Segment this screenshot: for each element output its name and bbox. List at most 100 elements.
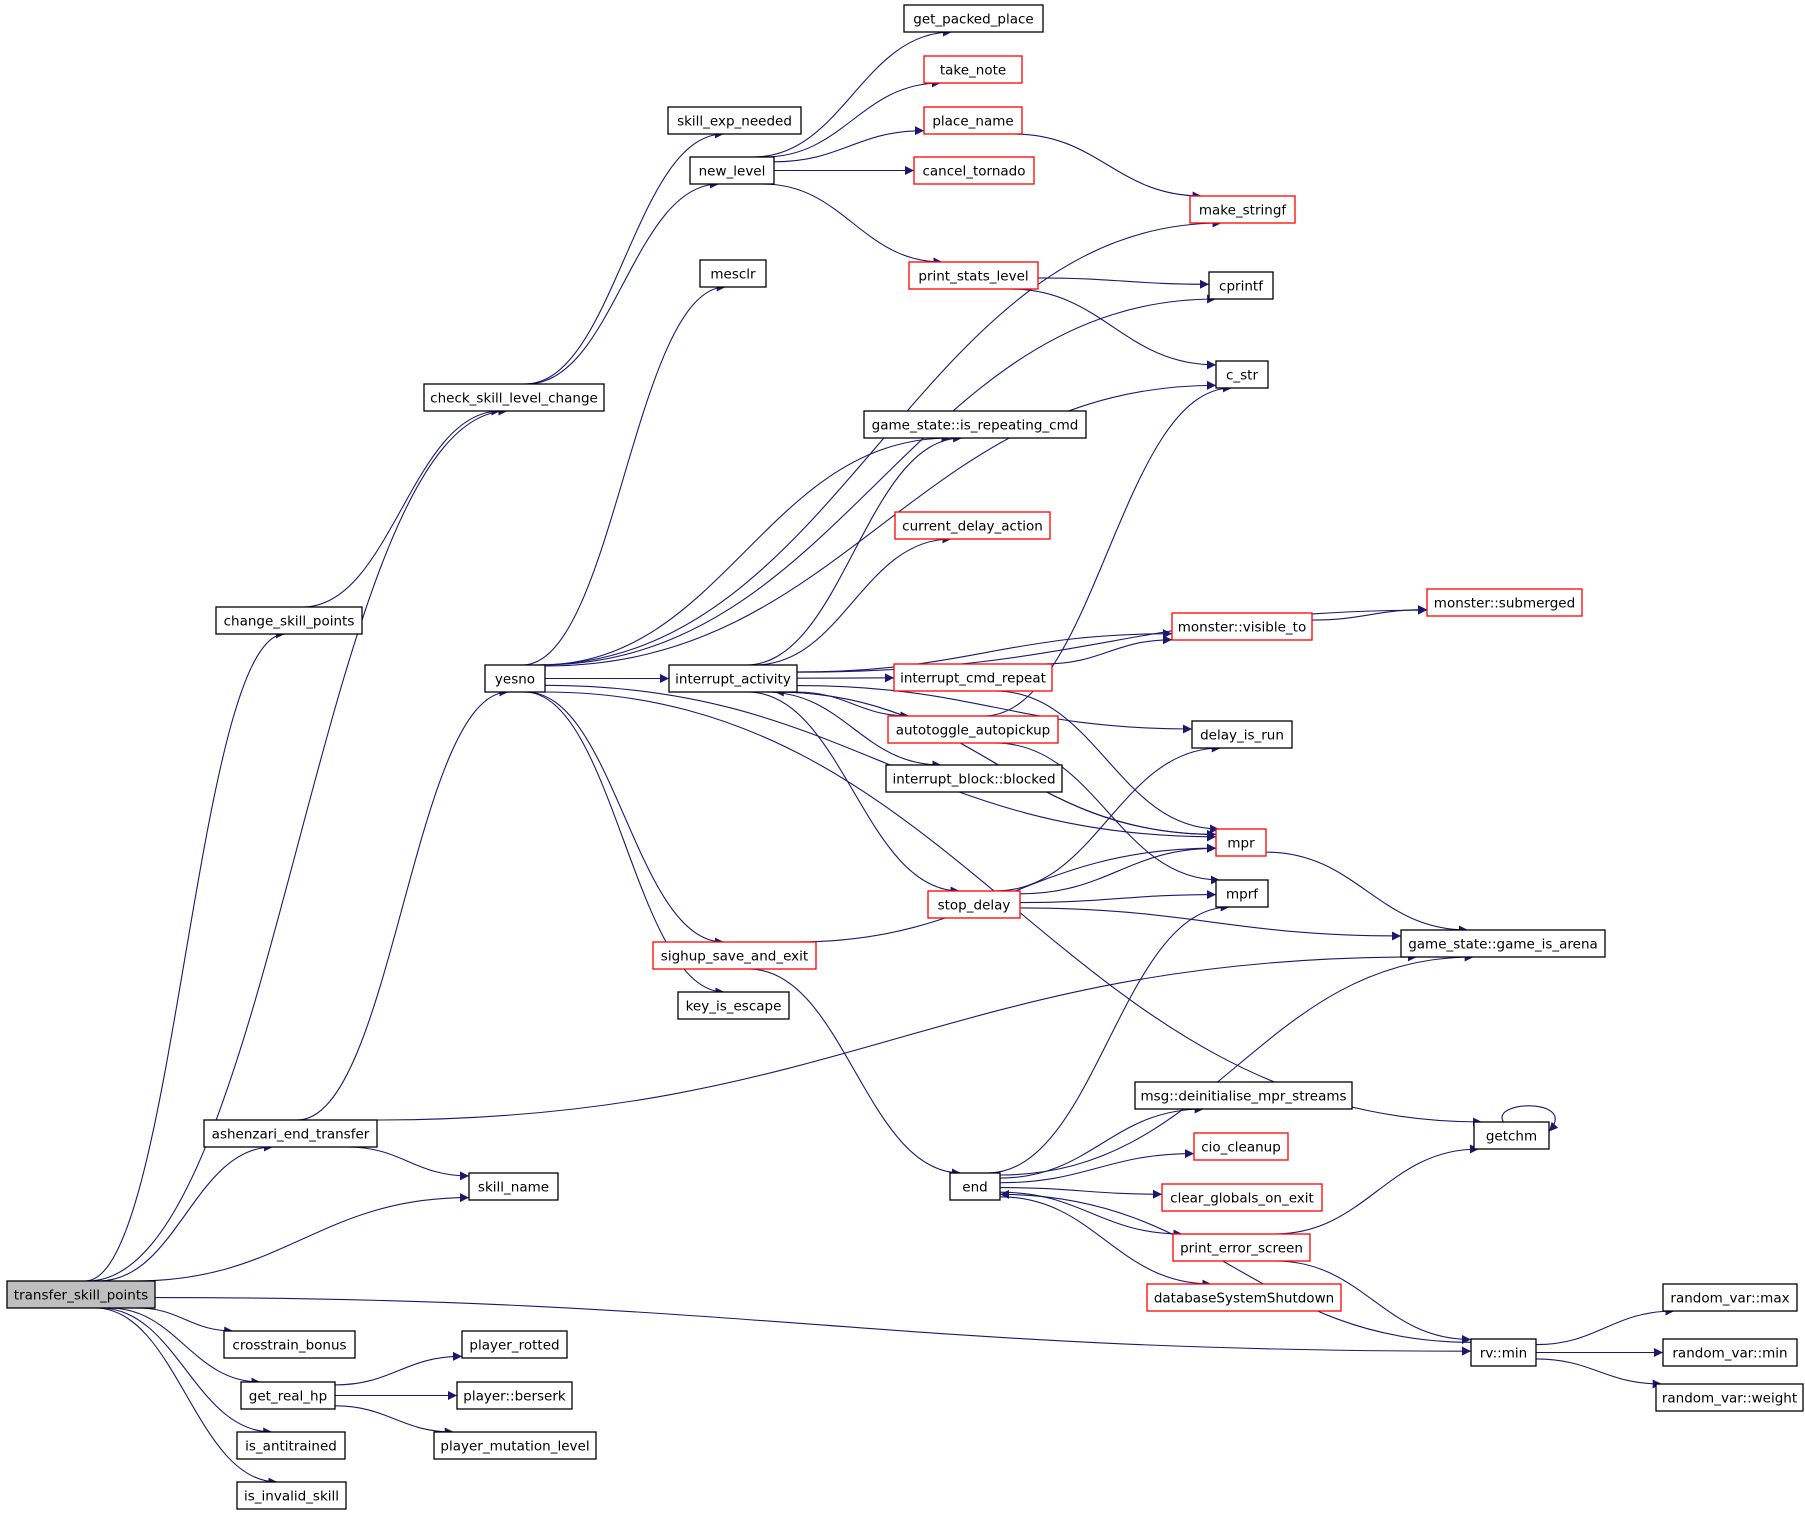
node-cio-cleanup[interactable]: cio_cleanup: [1193, 1132, 1289, 1161]
node-interrupt-activity[interactable]: interrupt_activity: [668, 664, 798, 693]
edge-transfer_skill_points-to-crosstrain_bonus: [137, 1307, 234, 1336]
edge-line: [347, 1146, 470, 1181]
node-mpr[interactable]: mpr: [1215, 828, 1267, 857]
node-box: [1171, 612, 1313, 641]
edge-stop_delay-to-game_state_game_is_arena: [1019, 907, 1402, 941]
edge-line: [1044, 635, 1173, 665]
node-ashenzari-end-transfer[interactable]: ashenzari_end_transfer: [203, 1119, 378, 1148]
edge-line: [745, 433, 963, 666]
edge-line: [1019, 843, 1217, 895]
edge-line: [1019, 907, 1402, 941]
edge-line: [1274, 1144, 1479, 1235]
node-box: [677, 991, 790, 1020]
edge-transfer_skill_points-to-is_antitrained: [99, 1307, 273, 1437]
node-place-name[interactable]: place_name: [923, 106, 1023, 135]
node-mprf[interactable]: mprf: [1215, 879, 1269, 908]
node-is-antitrained[interactable]: is_antitrained: [236, 1431, 346, 1460]
edge-line: [1019, 890, 1217, 904]
node-interrupt-cmd-repeat[interactable]: interrupt_cmd_repeat: [893, 663, 1053, 692]
node-print-stats-level[interactable]: print_stats_level: [908, 261, 1039, 290]
node-label: place_name: [932, 114, 1013, 130]
edge-line: [754, 534, 952, 666]
node-random-var-min[interactable]: random_var::min: [1662, 1338, 1798, 1367]
edge-transfer_skill_points-to-check_skill_level_change: [87, 406, 508, 1282]
edge-line: [999, 1104, 1204, 1179]
edge-change_skill_points-to-check_skill_level_change: [302, 406, 501, 608]
node-box: [1400, 929, 1606, 958]
edge-stop_delay-to-mprf: [1019, 890, 1217, 904]
node-rv-min[interactable]: rv::min: [1470, 1338, 1537, 1367]
node-get-real-hp[interactable]: get_real_hp: [240, 1381, 336, 1410]
edge-line: [154, 1296, 1472, 1356]
node-box: [1426, 588, 1583, 617]
node-player-mutation-level[interactable]: player_mutation_level: [433, 1431, 597, 1460]
edge-line: [1535, 1358, 1662, 1389]
node-print-error-screen[interactable]: print_error_screen: [1172, 1233, 1311, 1262]
node-random-var-weight[interactable]: random_var::weight: [1655, 1383, 1804, 1412]
node-databaseSystemShutdown[interactable]: databaseSystemShutdown: [1146, 1283, 1342, 1312]
node-make-stringf[interactable]: make_stringf: [1189, 195, 1296, 224]
edge-get_real_hp-to-player_rotted: [334, 1351, 463, 1386]
node-is-invalid-skill[interactable]: is_invalid_skill: [236, 1481, 347, 1510]
edge-line: [1535, 1306, 1675, 1346]
edge-transfer_skill_points-to-ashenzari_end_transfer: [98, 1142, 273, 1282]
node-new-level[interactable]: new_level: [689, 156, 775, 185]
node-monster-submerged[interactable]: monster::submerged: [1426, 588, 1583, 617]
node-msg-deinitialise-mpr-streams[interactable]: msg::deinitialise_mpr_streams: [1134, 1081, 1353, 1110]
node-player-rotted[interactable]: player_rotted: [461, 1330, 568, 1359]
edge-line: [302, 406, 501, 608]
node-box: [1662, 1283, 1798, 1312]
node-skill-name[interactable]: skill_name: [468, 1172, 559, 1201]
node-key-is-escape[interactable]: key_is_escape: [677, 991, 790, 1020]
node-player-berserk[interactable]: player::berserk: [456, 1381, 573, 1410]
node-random-var-max[interactable]: random_var::max: [1662, 1283, 1798, 1312]
node-game-state-is-repeating-cmd[interactable]: game_state::is_repeating_cmd: [863, 410, 1087, 439]
node-box: [1215, 828, 1267, 857]
node-label: cancel_tornado: [922, 164, 1025, 180]
edge-line: [1275, 1260, 1472, 1344]
node-change-skill-points[interactable]: change_skill_points: [215, 606, 363, 635]
edge-line: [995, 742, 1220, 885]
node-yesno[interactable]: yesno: [484, 664, 546, 693]
edge-line: [376, 952, 1417, 1121]
node-cprintf[interactable]: cprintf: [1208, 271, 1274, 300]
edge-line: [999, 1186, 1163, 1199]
node-label: getchm: [1486, 1129, 1537, 1145]
node-delay-is-run[interactable]: delay_is_run: [1191, 720, 1293, 749]
node-box: [923, 55, 1023, 84]
node-c-str[interactable]: c_str: [1215, 360, 1269, 389]
node-crosstrain-bonus[interactable]: crosstrain_bonus: [223, 1330, 356, 1359]
node-interrupt-block-blocked[interactable]: interrupt_block::blocked: [885, 764, 1063, 793]
node-get-packed-place[interactable]: get_packed_place: [903, 4, 1044, 33]
node-label: player_mutation_level: [440, 1439, 589, 1455]
edge-line: [1013, 133, 1202, 201]
node-sighup-save-and-exit[interactable]: sighup_save_and_exit: [652, 941, 817, 970]
node-end[interactable]: end: [949, 1172, 1001, 1201]
edge-line: [994, 690, 1220, 834]
node-stop-delay[interactable]: stop_delay: [927, 890, 1021, 919]
node-current-delay-action[interactable]: current_delay_action: [894, 511, 1051, 540]
node-box: [913, 156, 1035, 185]
node-autotoggle-autopickup[interactable]: autotoggle_autopickup: [887, 715, 1059, 744]
edge-yesno-to-cprintf: [539, 294, 1217, 666]
edge-line: [1501, 1105, 1559, 1132]
node-check-skill-level-change[interactable]: check_skill_level_change: [423, 383, 605, 412]
node-game-state-game-is-arena[interactable]: game_state::game_is_arena: [1400, 929, 1606, 958]
node-skill-exp-needed[interactable]: skill_exp_needed: [667, 106, 802, 135]
edge-rv_min-to-end: [999, 1189, 1472, 1343]
node-mesclr[interactable]: mesclr: [699, 259, 767, 288]
node-monster-visible-to[interactable]: monster::visible_to: [1171, 612, 1313, 641]
node-transfer-skill-points[interactable]: transfer_skill_points: [6, 1280, 156, 1309]
node-box: [6, 1280, 156, 1309]
edge-line: [137, 1307, 234, 1336]
node-cancel-tornado[interactable]: cancel_tornado: [913, 156, 1035, 185]
node-take-note[interactable]: take_note: [923, 55, 1023, 84]
edge-interrupt_activity-to-current_delay_action: [754, 534, 952, 666]
edge-line: [796, 629, 1173, 673]
node-label: game_state::game_is_arena: [1408, 937, 1598, 953]
node-box: [215, 606, 363, 635]
edge-new_level-to-place_name: [773, 126, 925, 163]
node-clear-globals-on-exit[interactable]: clear_globals_on_exit: [1161, 1183, 1323, 1212]
node-getchm[interactable]: getchm: [1473, 1121, 1550, 1150]
edge-line: [796, 691, 910, 721]
